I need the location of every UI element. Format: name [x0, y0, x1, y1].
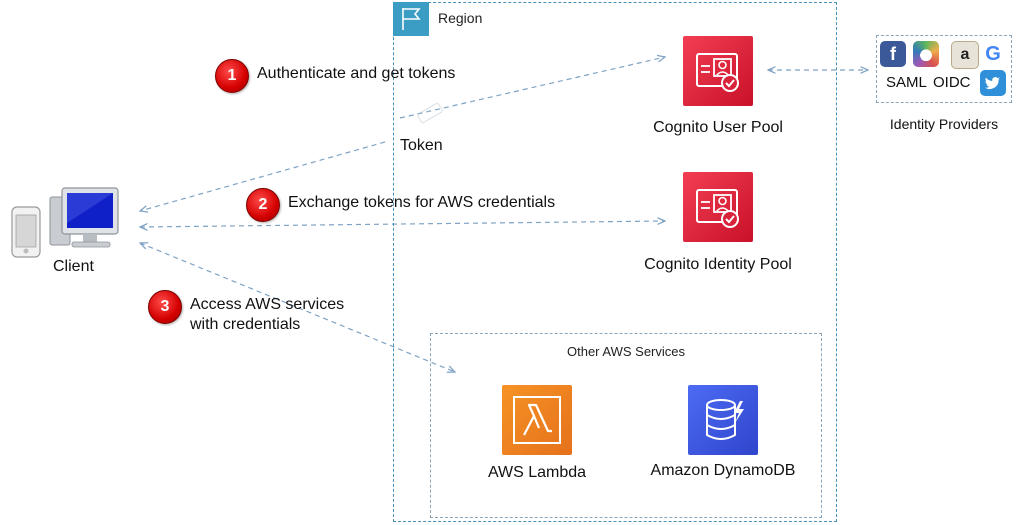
step-2-label: Exchange tokens for AWS credentials	[288, 194, 556, 211]
region-label: Region	[438, 10, 483, 26]
step-1-label: Authenticate and get tokens	[257, 65, 456, 82]
dynamodb-icon	[688, 385, 758, 455]
step-3-label-line-2: with credentials	[190, 316, 301, 333]
cognito-identity-pool-label: Cognito Identity Pool	[644, 256, 792, 273]
region-flag-icon	[393, 2, 429, 36]
other-services-label: Other AWS Services	[567, 344, 685, 359]
step-3-label: Access AWS services with credentials	[190, 295, 344, 335]
lambda-icon	[502, 385, 572, 455]
lambda-label: AWS Lambda	[487, 464, 587, 481]
client-devices	[10, 185, 125, 260]
step-3-badge: 3	[148, 290, 182, 324]
cognito-user-pool-icon	[683, 36, 753, 106]
client-services-arrow	[140, 243, 455, 372]
token-to-userpool-arrow	[399, 57, 665, 119]
facebook-icon: f	[880, 41, 906, 67]
region-boundary	[393, 2, 837, 522]
twitter-icon	[980, 70, 1006, 96]
client-computer-icon	[11, 187, 119, 258]
apple-icon	[913, 41, 939, 67]
google-icon: G	[980, 41, 1006, 67]
cognito-identity-pool-icon	[683, 172, 753, 242]
token-label: Token	[400, 137, 443, 154]
token-icon	[417, 102, 443, 124]
client-identitypool-arrow	[140, 221, 665, 227]
identity-providers-box	[876, 35, 1012, 103]
step-2-badge: 2	[246, 188, 280, 222]
identity-providers-caption: Identity Providers	[889, 116, 999, 132]
dynamodb-label: Amazon DynamoDB	[650, 462, 796, 479]
amazon-icon: a	[951, 41, 979, 69]
step-3-label-line-1: Access AWS services	[190, 296, 345, 313]
token-to-client-arrow	[140, 141, 386, 211]
other-services-box	[430, 333, 822, 518]
step-1-badge: 1	[215, 59, 249, 93]
saml-label: SAML	[886, 74, 927, 91]
oidc-label: OIDC	[933, 74, 971, 91]
client-label: Client	[53, 258, 94, 275]
cognito-user-pool-label: Cognito User Pool	[653, 119, 783, 136]
